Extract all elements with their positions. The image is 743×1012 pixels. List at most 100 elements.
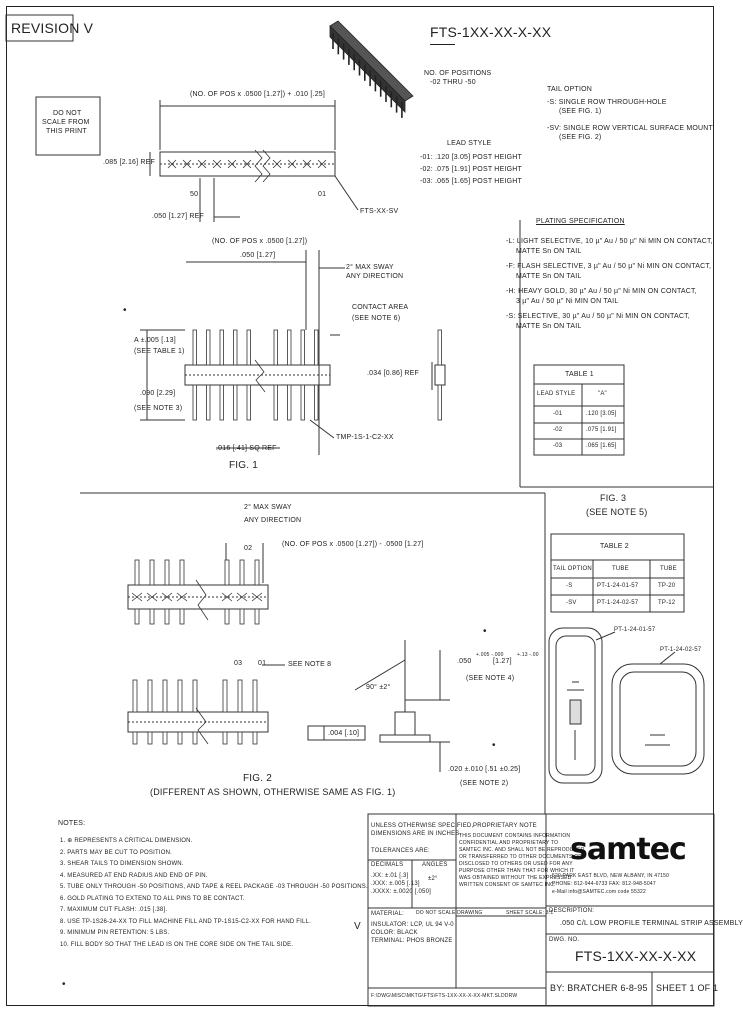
- fig2-front-pin: [162, 679, 168, 713]
- pin-side-upper: [437, 329, 442, 366]
- pin-lower: [233, 384, 238, 421]
- tail-s2b: (SEE FIG. 2): [559, 134, 602, 141]
- note-item: 7. MAXIMUM CUT FLASH: .015 [.38].: [60, 907, 168, 913]
- table1-h1: LEAD STYLE: [537, 391, 576, 397]
- lead-title: LEAD STYLE: [447, 140, 492, 147]
- critical-mark: •: [123, 305, 127, 316]
- table2-title: TABLE 2: [600, 543, 629, 550]
- note-item: 2. PARTS MAY BE CUT TO POSITION.: [60, 849, 172, 856]
- fig1-pitch: .050 [1.27] REF: [152, 213, 205, 220]
- fig2-pin-mark: [221, 592, 233, 602]
- fig2-note4: (SEE NOTE 4): [466, 675, 515, 682]
- table1-title: TABLE 1: [565, 371, 594, 378]
- tb-prop5: DISCLOSED TO OTHERS OR USED FOR ANY: [459, 861, 573, 867]
- pin-lower: [273, 384, 278, 421]
- fig2-pin-top: [134, 559, 140, 586]
- fig2-pin-mark: [176, 592, 188, 602]
- plating-h1b: 3 µ" Au / 50 µ" Ni MIN ON TAIL: [516, 298, 619, 305]
- revision-label: REVISION V: [11, 20, 94, 36]
- fig2-dim-b: .020 ±.010 [.51 ±0.25]: [448, 766, 521, 773]
- note-item: 3. SHEAR TAILS TO DIMENSION SHOWN.: [60, 861, 184, 867]
- fig1-fts: FTS-XX-SV: [360, 208, 399, 215]
- fig2-front-tail: [252, 731, 258, 745]
- tb-addr3: e-Mail info@SAMTEC.com code 55322: [552, 889, 646, 895]
- fig2-pin-mark: [146, 592, 158, 602]
- tb-decimals: DECIMALS: [371, 862, 404, 868]
- tb-prop8: WRITTEN CONSENT OF SAMTEC INC.: [459, 882, 556, 888]
- fig2-sway: 2° MAX SWAY: [244, 504, 292, 511]
- fig2-pin-bottom: [134, 608, 140, 625]
- note-item: 1. ⊕ REPRESENTS A CRITICAL DIMENSION.: [60, 838, 193, 844]
- dns-line3: THIS PRINT: [46, 128, 87, 135]
- lead-03: -03: .065 [1.65] POST HEIGHT: [420, 178, 522, 185]
- fig2-front-pin: [192, 679, 198, 713]
- tb-prop2: CONFIDENTIAL AND PROPRIETARY TO: [459, 840, 559, 846]
- fig2-front-pin: [132, 679, 138, 713]
- lead-01: -01: .120 [3.05] POST HEIGHT: [420, 154, 522, 161]
- fig1-sway: 2° MAX SWAY: [346, 264, 394, 271]
- tail-title: TAIL OPTION: [547, 86, 592, 93]
- critical-mark-2: •: [483, 626, 487, 637]
- notes-dot: •: [62, 979, 66, 990]
- tb-scale: DO NOT SCALE DRAWING: [416, 910, 483, 916]
- tb-prop7: WAS OBTAINED WITHOUT THE EXPRESSED: [459, 875, 572, 881]
- underline-marks: [430, 44, 455, 45]
- drawing-sheet: [6, 6, 714, 1006]
- fig1-dim-mid2: .050 [1.27]: [240, 252, 276, 259]
- tb-angles: ANGLES: [422, 862, 448, 868]
- fig2-note8: SEE NOTE 8: [288, 661, 332, 668]
- fig2-dim-r: .050: [457, 658, 472, 665]
- lead-02: -02: .075 [1.91] POST HEIGHT: [420, 166, 522, 173]
- pin-lower: [314, 384, 319, 421]
- note-item: 6. GOLD PLATING TO EXTEND TO ALL PINS TO…: [60, 895, 245, 902]
- positions-title: NO. OF POSITIONS: [424, 70, 492, 77]
- fig2-tol: .004 [.10]: [328, 730, 360, 737]
- note-item: 5. TUBE ONLY THROUGH -50 POSITIONS, AND …: [60, 884, 368, 890]
- tb-tol: TOLERANCES ARE:: [371, 848, 430, 854]
- pin-lower: [219, 384, 224, 421]
- tb-prop1: THIS DOCUMENT CONTAINS INFORMATION: [459, 833, 571, 839]
- break-line: [254, 359, 266, 393]
- fig2-pin-bottom: [179, 608, 185, 625]
- plating-l1b: MATTE Sn ON TAIL: [516, 248, 582, 255]
- fig2-dim-r-sup: +.005 -.000: [476, 652, 504, 658]
- tb-d3: .XXXX: ±.0020 [.050]: [371, 889, 431, 895]
- fig2-dim-r2: [1.27]: [493, 658, 512, 665]
- fig3-label: FIG. 3: [600, 493, 627, 503]
- pin-upper: [233, 329, 238, 366]
- table2-r2c1: -SV: [566, 600, 577, 606]
- fig2-dim-top: (NO. OF POS x .0500 [1.27]) - .0500 [1.2…: [282, 541, 424, 548]
- samtec-logo: samtec: [570, 832, 687, 867]
- break-line: [262, 149, 271, 183]
- note-item: 9. MINIMUM PIN RETENTION: 5 LBS.: [60, 930, 170, 936]
- fig1-dim-a2: (SEE TABLE 1): [134, 348, 185, 355]
- pin-upper: [287, 329, 292, 366]
- fig2-pin-top: [164, 559, 170, 586]
- fig2-front-tail: [237, 731, 243, 745]
- table2-r1c2: PT-1-24-01-57: [597, 583, 639, 589]
- table2-r1c1: -S: [566, 583, 573, 589]
- fig2-pin01: 01: [258, 660, 267, 667]
- plating-s1b: MATTE Sn ON TAIL: [516, 323, 582, 330]
- tb-material: MATERIAL:: [371, 911, 405, 917]
- note-item: 10. FILL BODY SO THAT THE LEAD IS ON THE…: [60, 941, 294, 948]
- fig1-label: FIG. 1: [229, 460, 258, 471]
- positions-range: -02 THRU -50: [430, 79, 476, 86]
- pin-lower: [192, 384, 197, 421]
- pin-side-lower: [437, 384, 442, 421]
- fig2-pin-bottom: [254, 608, 260, 625]
- fig2-front-pin: [237, 679, 243, 713]
- part-title: FTS-1XX-XX-X-XX: [430, 24, 552, 40]
- tb-dims: DIMENSIONS ARE IN INCHES.: [371, 831, 462, 837]
- plating-title: PLATING SPECIFICATION: [536, 218, 625, 225]
- tb-prop4: OR TRANSFERRED TO OTHER DOCUMENTS OR: [459, 854, 583, 860]
- fig2-pin02: 02: [244, 545, 253, 552]
- fig2-front-tail: [132, 731, 138, 745]
- table1-r3c2: .065 [1.65]: [586, 443, 617, 449]
- fig2-pin-bottom: [164, 608, 170, 625]
- plating-h1: -H: HEAVY GOLD, 30 µ" Au / 50 µ" Ni MIN …: [506, 288, 697, 295]
- tail-s2: -SV: SINGLE ROW VERTICAL SURFACE MOUNT: [547, 125, 714, 132]
- fig2-front-tail: [147, 731, 153, 745]
- fig1-dim-left: .085 [2.16] REF: [103, 159, 156, 166]
- tb-desc: .050 C/L LOW PROFILE TERMINAL STRIP ASSE…: [560, 920, 743, 927]
